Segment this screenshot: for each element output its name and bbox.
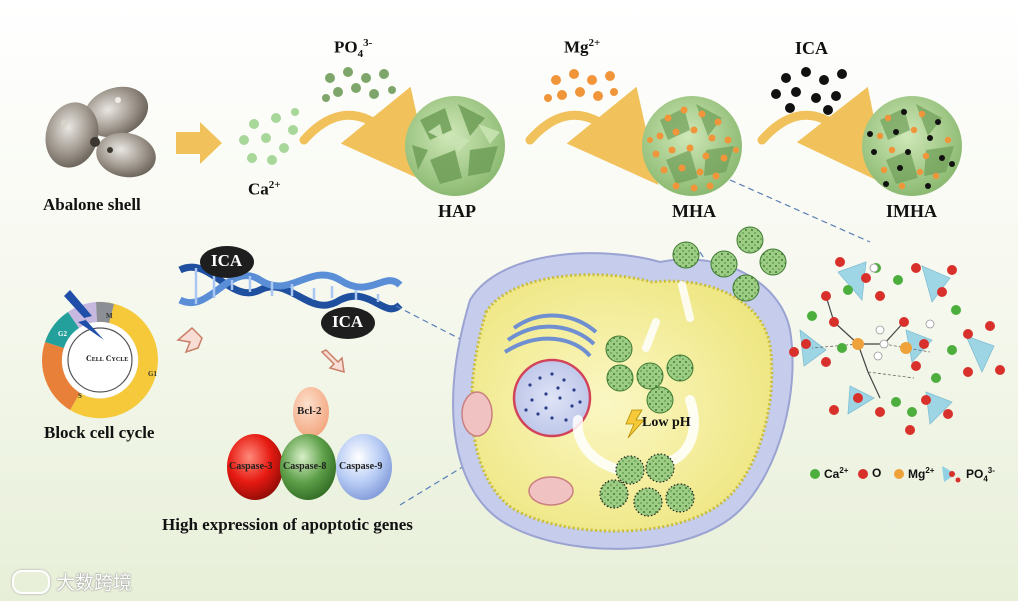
label-caspase8: Caspase-8 [283, 461, 327, 472]
label-hap: HAP [438, 201, 476, 221]
legend-o-dot [858, 469, 868, 479]
caspase3-blob [227, 434, 283, 500]
label-mha: MHA [672, 201, 716, 221]
mha-sphere [642, 96, 742, 196]
nanoparticles-outside [672, 226, 787, 302]
imha-sphere [862, 96, 962, 196]
cell-cycle-ring [42, 301, 158, 419]
label-mg: Mg2+ [564, 37, 601, 57]
ica-bubble-1 [200, 246, 254, 278]
label-cell-cycle: Cell Cycle [86, 354, 129, 363]
release-arrow [663, 395, 699, 467]
mitochondrion-1 [461, 391, 493, 437]
zoom-dashed-line [729, 179, 871, 243]
curved-arrow-1 [299, 86, 433, 185]
legend-mg: Mg2+ [908, 466, 935, 481]
ica-bubble-2 [321, 307, 375, 339]
label-ica-dna-2: ICA [332, 312, 364, 331]
process-arrow [176, 122, 222, 164]
phase-s: S [78, 392, 82, 400]
legend-ca-dot [810, 469, 820, 479]
watermark-text: 大数跨境 [56, 572, 133, 594]
arrow-to-cell-cycle [176, 326, 203, 354]
legend-o: O [872, 466, 882, 480]
ica-dots [771, 67, 847, 115]
dissolving-nanoparticles [599, 453, 695, 517]
label-ca: Ca2+ [248, 179, 281, 199]
mg-ion-dots [544, 69, 618, 102]
bcl2-blob [293, 387, 329, 437]
legend-po4: PO43- [966, 466, 995, 484]
label-caspase9: Caspase-9 [339, 461, 383, 472]
arrow-to-genes [320, 349, 345, 374]
caspase9-blob [336, 434, 392, 500]
release-arrow-2 [572, 415, 625, 475]
label-high-expression: High expression of apoptotic genes [162, 515, 413, 534]
legend-mg-dot [894, 469, 904, 479]
uptake-arrow-2 [642, 318, 660, 352]
label-abalone-shell: Abalone shell [43, 195, 141, 214]
curved-arrow-3 [757, 86, 888, 186]
low-ph-icon [625, 409, 645, 439]
caspase8-blob [280, 434, 336, 500]
watermark: 大数跨境 [12, 568, 132, 595]
lightning-icon [64, 290, 104, 340]
abalone-shell-image [45, 86, 156, 178]
label-po4: PO43- [334, 37, 373, 61]
legend-po4-icon [942, 466, 961, 483]
label-imha: IMHA [886, 201, 937, 221]
phase-g2: G2 [58, 330, 67, 338]
label-low-ph: Low pH [642, 415, 691, 430]
crystal-structure [789, 257, 1005, 435]
dna-helix [178, 263, 403, 313]
golgi [503, 313, 598, 358]
label-caspase3: Caspase-3 [229, 461, 273, 472]
nucleus [512, 358, 592, 438]
label-ica-dna-1: ICA [211, 251, 243, 270]
label-block-cell-cycle: Block cell cycle [44, 423, 155, 442]
legend-ca: Ca2+ [824, 466, 849, 481]
phase-g1: G1 [148, 370, 157, 378]
phase-m: M [106, 312, 113, 320]
curved-arrow-2 [525, 86, 659, 185]
po4-ion-dots [322, 67, 396, 102]
nanoparticles-inside [605, 335, 694, 414]
ca-ion-dots [239, 108, 299, 165]
mitochondrion-2 [528, 476, 574, 506]
hap-sphere [405, 96, 505, 196]
uptake-arrow-1 [678, 281, 694, 322]
label-ica-top: ICA [795, 38, 829, 58]
watermark-logo-icon [12, 569, 50, 594]
label-bcl2: Bcl-2 [297, 405, 322, 417]
